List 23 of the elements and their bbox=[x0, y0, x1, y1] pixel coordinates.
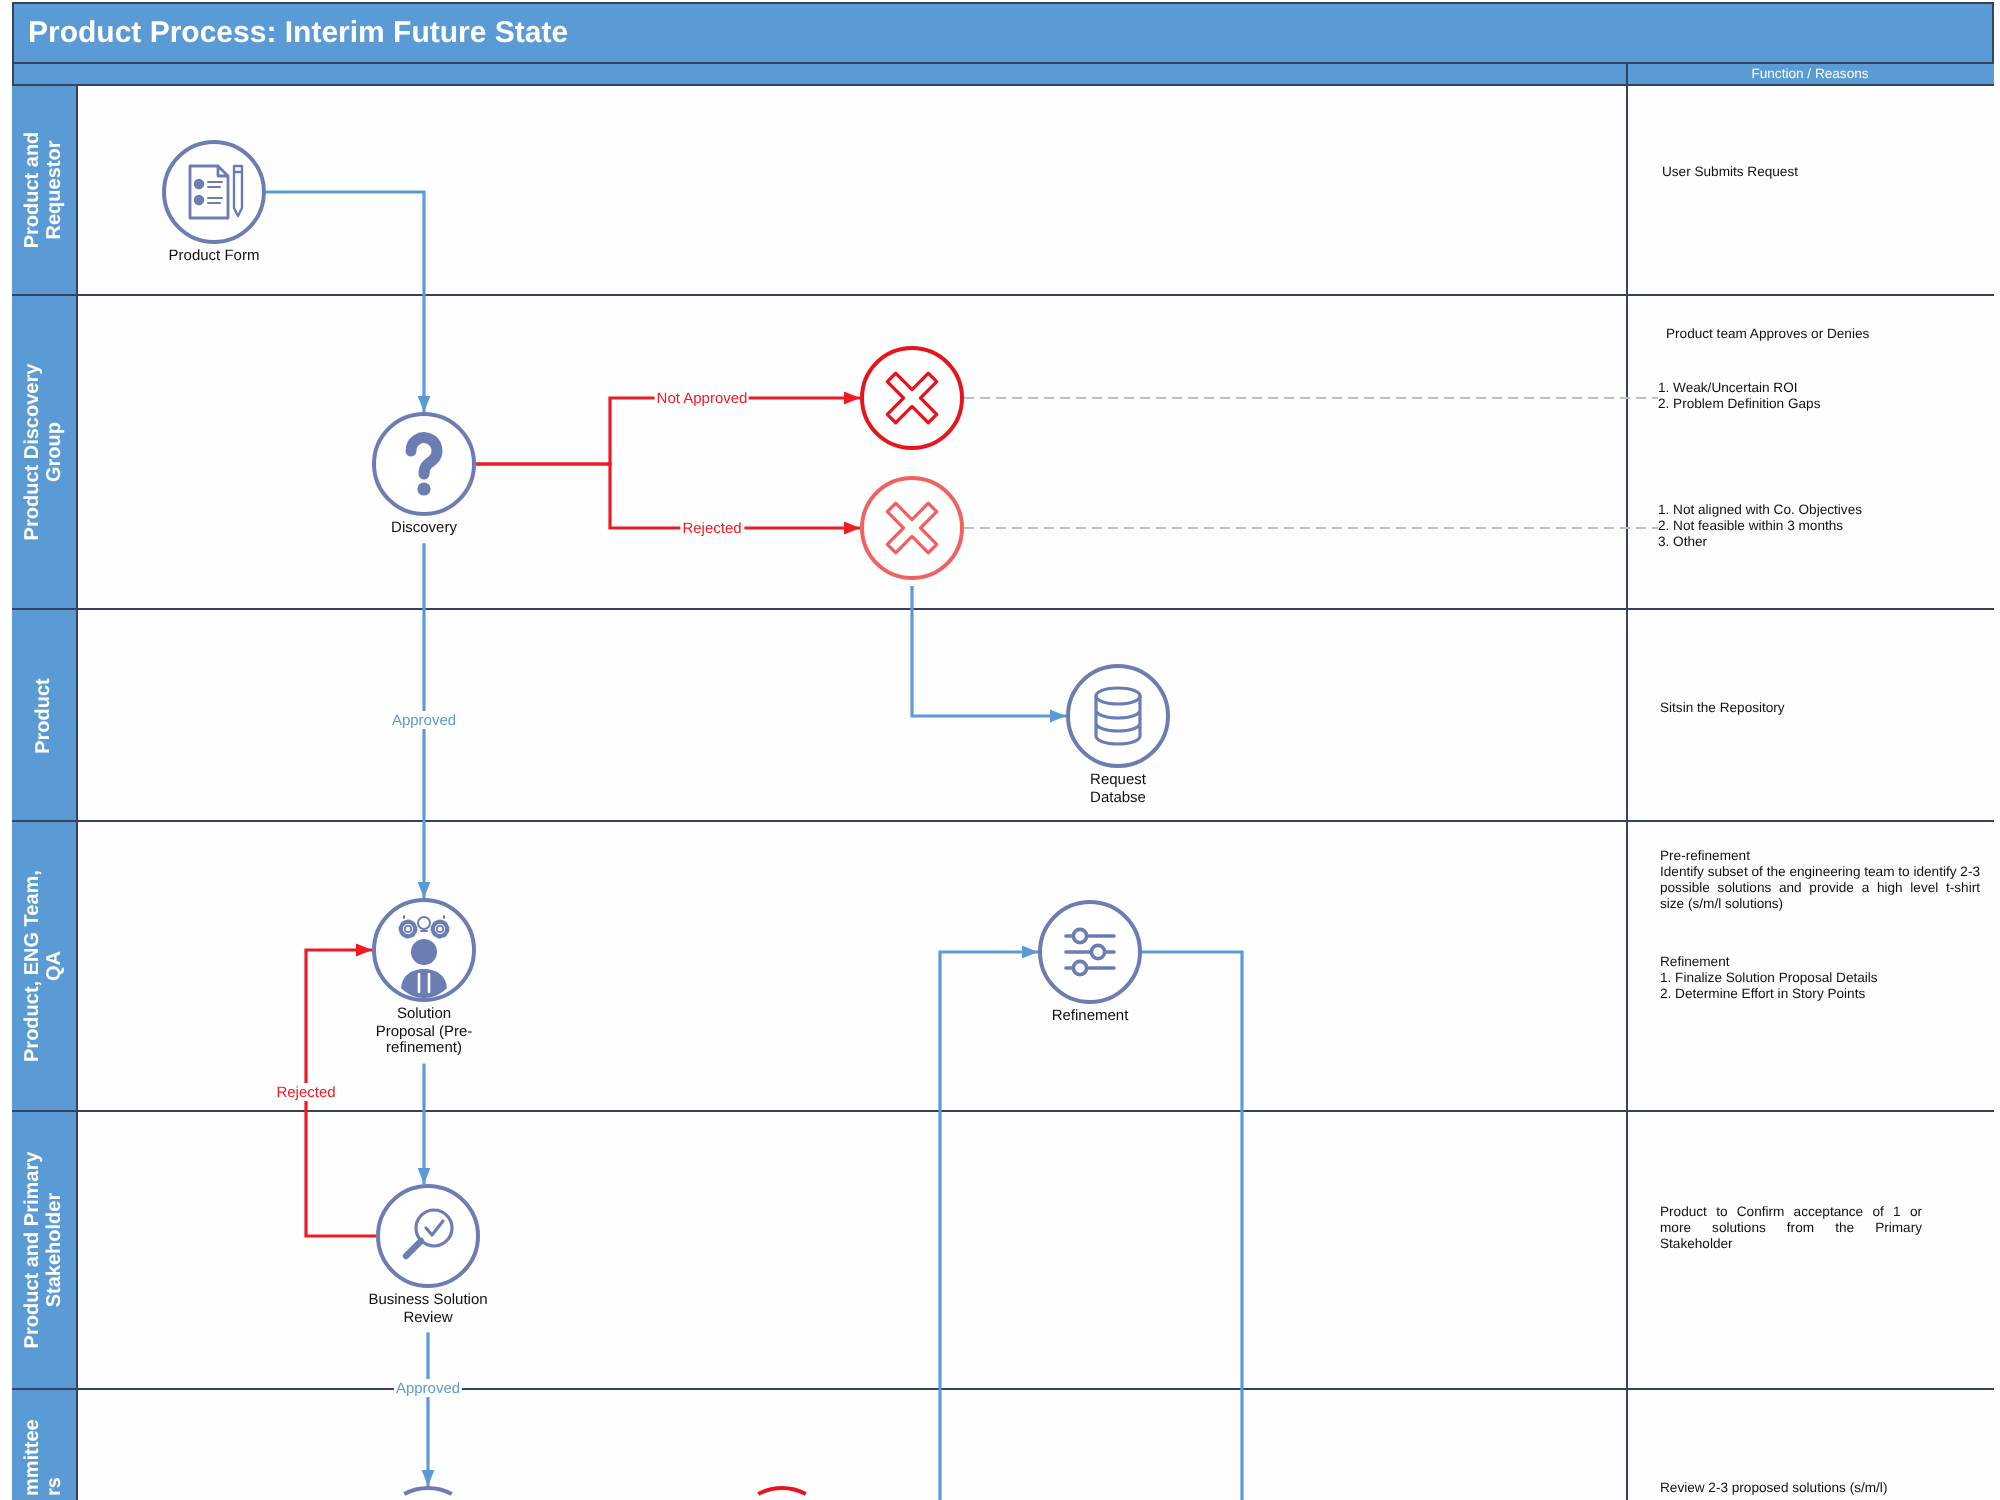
arrow bbox=[417, 1063, 431, 1184]
diagram-title: Product Process: Interim Future State bbox=[28, 16, 569, 50]
swimlane bbox=[12, 86, 1994, 296]
lane-title: Product bbox=[33, 675, 55, 757]
lane-title: Product, ENG Team, QA bbox=[22, 868, 66, 1066]
arrow bbox=[910, 586, 1066, 723]
x-circle-icon bbox=[860, 346, 964, 450]
swimlane bbox=[12, 610, 1994, 822]
x-circle-icon bbox=[860, 476, 964, 580]
arrow bbox=[417, 543, 431, 898]
lane-title: Product and Requestor bbox=[22, 129, 66, 253]
arrow bbox=[266, 190, 431, 412]
lane-title: mmittee rs bbox=[22, 1416, 66, 1495]
lane-title: Product Discovery Group bbox=[22, 361, 66, 545]
dashed-line bbox=[963, 397, 1659, 399]
dashed-line bbox=[963, 527, 1659, 529]
arrow bbox=[938, 945, 1038, 1500]
connector-line bbox=[1142, 950, 1244, 1500]
lane-title: Product and Primary Stakeholder bbox=[22, 1149, 66, 1353]
arrow bbox=[304, 943, 376, 1238]
arrow bbox=[421, 1332, 435, 1486]
swimlane bbox=[12, 822, 1994, 1112]
swimlane bbox=[12, 296, 1994, 610]
